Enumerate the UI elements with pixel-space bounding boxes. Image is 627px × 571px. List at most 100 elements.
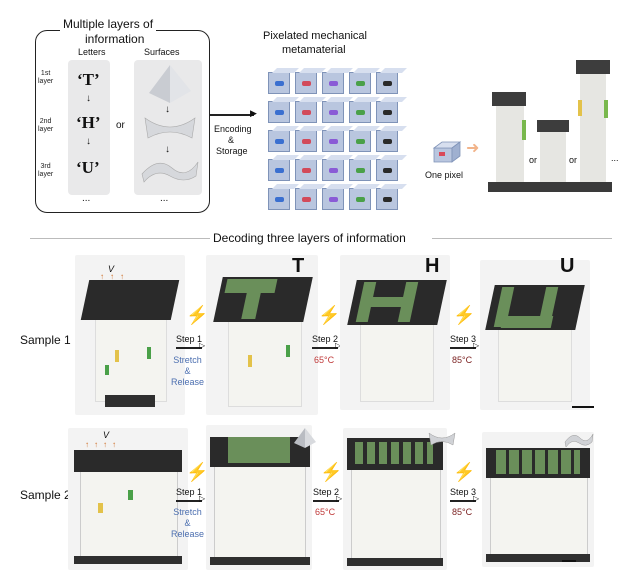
metamaterial-pixel <box>349 188 371 210</box>
pixel-pattern-icon <box>275 197 284 202</box>
arrow-head-icon: ▷ <box>199 341 206 350</box>
pixel-pattern-icon <box>329 168 338 173</box>
or-small-1: or <box>529 155 538 165</box>
pixel-pattern-icon <box>383 110 392 115</box>
s2-step2-label: Step 2 <box>313 487 340 497</box>
surfaces-dots: ... <box>160 193 169 204</box>
s1-stretch-release: Stretch & Release <box>171 355 205 387</box>
yellow-strip <box>578 100 582 116</box>
surface-pyramid-icon <box>149 65 191 103</box>
up-arrows-icon: ↑↑↑ <box>100 272 130 281</box>
pixel-pattern-icon <box>356 139 365 144</box>
metamaterial-pixel <box>295 72 317 94</box>
device-base <box>347 558 443 566</box>
metamaterial-grid <box>262 64 412 219</box>
lightning-pink-icon: ⚡ <box>186 462 209 482</box>
pixel-cap-1 <box>492 92 526 106</box>
metamaterial-pixel <box>295 130 317 152</box>
decoded-letter-u: U <box>560 255 575 277</box>
s1-step2-arrow <box>312 347 338 349</box>
dots-small: ... <box>611 153 619 163</box>
or-small-2: or <box>569 155 578 165</box>
lightning-purple-icon: ⚡ <box>453 305 476 325</box>
s2-step3-arrow <box>450 500 476 502</box>
storage-label: Storage <box>216 146 248 156</box>
device-body <box>80 464 178 561</box>
velocity-label: V <box>103 430 110 440</box>
device-base <box>74 556 182 564</box>
metamaterial-pixel <box>322 101 344 123</box>
device-top <box>80 280 180 320</box>
sample-1-photo-1 <box>75 255 185 415</box>
velocity-label: V <box>108 264 115 274</box>
metamaterial-pixel <box>295 159 317 181</box>
box-title-1: Multiple layers of <box>60 17 157 31</box>
metamaterial-pixel <box>322 72 344 94</box>
decoded-letter-h: H <box>425 255 440 277</box>
green-tiles <box>355 442 433 464</box>
yellow-strip <box>98 503 103 513</box>
sample-2-photo-4 <box>482 432 594 567</box>
arrow-head-icon: ▷ <box>473 341 480 350</box>
s1-step3-arrow <box>450 347 476 349</box>
device-base <box>105 395 155 407</box>
pixel-pattern-icon <box>302 110 311 115</box>
meta-title-1: Pixelated mechanical <box>263 30 367 42</box>
yellow-strip <box>248 355 252 367</box>
box-title-2: information <box>85 32 145 46</box>
lightning-purple-icon: ⚡ <box>453 462 476 482</box>
surface-pyramid-icon <box>294 428 316 448</box>
pixel-pattern-icon <box>356 168 365 173</box>
green-tiles <box>368 297 408 307</box>
metamaterial-pixel <box>268 72 290 94</box>
s1-step2-temp: 65°C <box>314 355 335 365</box>
metamaterial-pixel <box>349 130 371 152</box>
pixel-cap-2 <box>537 120 569 132</box>
arrow-head-icon: ▷ <box>199 494 206 503</box>
scale-bar <box>562 560 576 562</box>
arrow-down-icon: ↓ <box>165 144 170 155</box>
layer-3-label: 3rd layer <box>38 163 54 178</box>
metamaterial-pixel <box>268 159 290 181</box>
s1-step2-label: Step 2 <box>312 334 339 344</box>
letter-t: ‘T’ <box>77 70 100 89</box>
s2-step3-temp: 85°C <box>452 507 473 517</box>
scale-bar <box>572 406 594 408</box>
s1-step1-arrow <box>176 347 202 349</box>
device-top <box>74 450 182 472</box>
s1-step3-temp: 85°C <box>452 355 473 365</box>
surface-wave-icon <box>564 433 594 448</box>
pixel-pattern-icon <box>383 81 392 86</box>
s1-step3-label: Step 3 <box>450 334 477 344</box>
arrow-down-icon: ↓ <box>86 136 91 147</box>
pixel-arrow-icon: ➜ <box>466 140 480 157</box>
section-title: Decoding three layers of information <box>213 231 406 245</box>
arrow-down-icon: ↓ <box>86 93 91 104</box>
col-letters-label: Letters <box>78 47 106 57</box>
metamaterial-pixel <box>376 101 398 123</box>
up-arrows-icon: ↑↑↑↑ <box>85 440 121 449</box>
pixel-pattern-icon <box>383 197 392 202</box>
sample-2-photo-3 <box>343 428 447 570</box>
letter-h: ‘H’ <box>76 113 101 132</box>
arrow-down-icon: ↓ <box>165 104 170 115</box>
pixel-column-3 <box>580 66 606 184</box>
pixel-pattern-icon <box>329 110 338 115</box>
green-strip <box>128 490 133 500</box>
pixel-cube-icon <box>432 141 462 163</box>
device-body <box>490 468 588 558</box>
green-tiles <box>496 450 580 474</box>
pixel-pattern-icon <box>302 81 311 86</box>
letters-panel <box>68 60 110 195</box>
device-base <box>486 554 590 562</box>
pixel-pattern-icon <box>275 139 284 144</box>
pixel-column-1 <box>496 96 524 184</box>
s2-stretch-release: Stretch & Release <box>171 507 205 539</box>
one-pixel-label: One pixel <box>425 170 464 180</box>
layer-1-label: 1st layer <box>38 70 54 85</box>
letter-u: ‘U’ <box>76 158 100 177</box>
letters-dots: ... <box>82 193 91 204</box>
metamaterial-pixel <box>376 159 398 181</box>
s2-step2-arrow <box>313 500 339 502</box>
metamaterial-pixel <box>349 72 371 94</box>
